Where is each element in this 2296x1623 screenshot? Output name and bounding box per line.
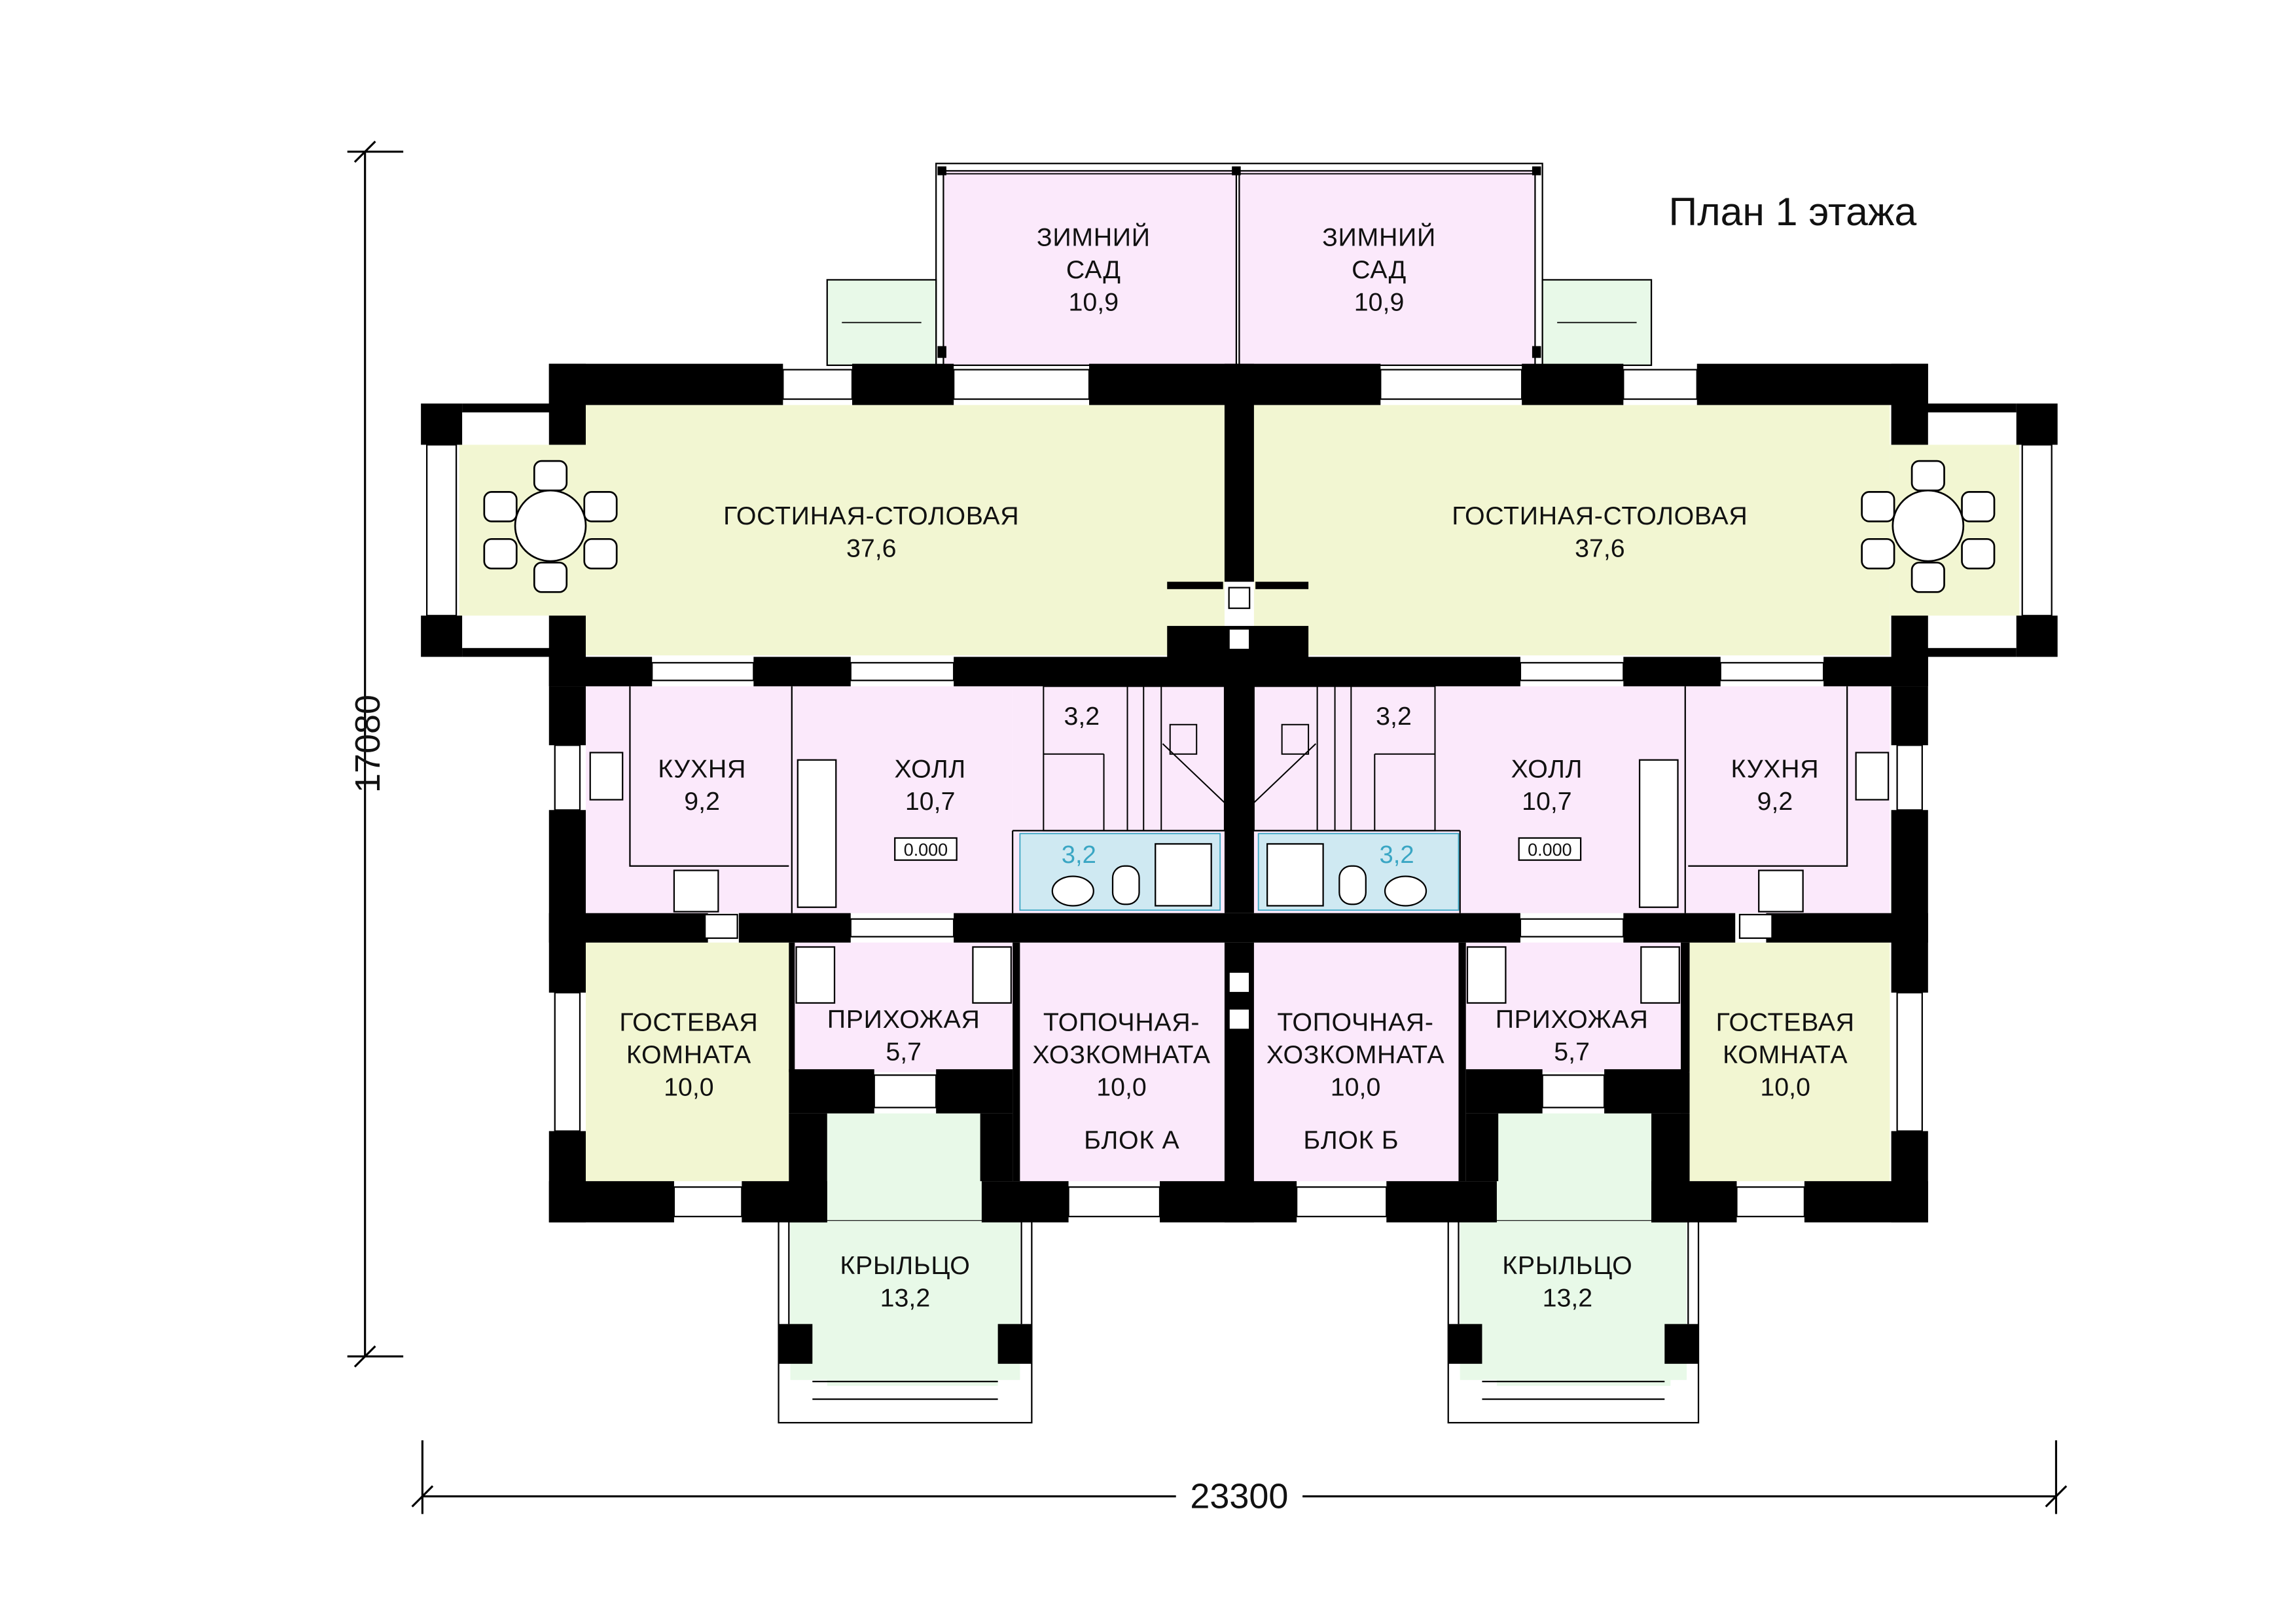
windows bbox=[426, 369, 2053, 1218]
bath-left-area: 3,2 bbox=[1062, 841, 1096, 869]
guest-left-name: ГОСТЕВАЯ bbox=[619, 1008, 758, 1037]
boiler-right-name2: ХОЗКОМНАТА bbox=[1266, 1040, 1444, 1069]
entry-left-name: ПРИХОЖАЯ bbox=[827, 1005, 980, 1034]
stairs-right bbox=[1253, 685, 1436, 831]
boiler-left-name: ТОПОЧНАЯ- bbox=[1043, 1008, 1200, 1037]
garden-left-area: 10,9 bbox=[1069, 288, 1119, 317]
garden-right-name: ЗИМНИЙ bbox=[1322, 223, 1436, 252]
garden-right-area: 10,9 bbox=[1354, 288, 1405, 317]
kitchen-right-name: КУХНЯ bbox=[1731, 755, 1820, 784]
dining-table-right bbox=[1861, 460, 1996, 593]
room-labels: ЗИМНИЙ САД 10,9 ЗИМНИЙ САД 10,9 ГОСТИНАЯ… bbox=[619, 223, 1854, 1313]
boiler-left-name2: ХОЗКОМНАТА bbox=[1032, 1040, 1210, 1069]
living-left-area: 37,6 bbox=[846, 534, 897, 562]
porch-right-area: 13,2 bbox=[1543, 1283, 1593, 1312]
guest-right-area: 10,0 bbox=[1760, 1073, 1810, 1102]
garden-right-name2: САД bbox=[1352, 255, 1407, 284]
porch-fill bbox=[790, 1220, 1687, 1380]
kitchen-right-area: 9,2 bbox=[1757, 787, 1793, 816]
guest-left-name2: КОМНАТА bbox=[626, 1040, 751, 1069]
walls bbox=[421, 363, 2058, 1223]
garden-left-name: ЗИМНИЙ bbox=[1037, 223, 1151, 252]
dimension-width: 23300 bbox=[1190, 1477, 1288, 1516]
boiler-right-name: ТОПОЧНАЯ- bbox=[1277, 1008, 1433, 1037]
hall-left-level: 0.000 bbox=[904, 840, 948, 860]
dimension-height: 17080 bbox=[348, 695, 387, 793]
hall-left-area: 10,7 bbox=[905, 787, 956, 816]
boiler-right-block: БЛОК Б bbox=[1303, 1126, 1399, 1155]
living-left-name: ГОСТИНАЯ-СТОЛОВАЯ bbox=[723, 501, 1019, 530]
boiler-right-area: 10,0 bbox=[1331, 1073, 1381, 1102]
guest-right-name2: КОМНАТА bbox=[1723, 1040, 1848, 1069]
porch-right-name: КРЫЛЬЦО bbox=[1502, 1251, 1632, 1280]
plan-title: План 1 этажа bbox=[1669, 189, 1917, 234]
entry-right-area: 5,7 bbox=[1554, 1038, 1590, 1067]
dimension-width-bg bbox=[1175, 1477, 1303, 1516]
hall-right-area: 10,7 bbox=[1522, 787, 1572, 816]
stairs-left bbox=[1043, 685, 1225, 831]
dining-table-left bbox=[483, 460, 618, 593]
hall-right-level: 0.000 bbox=[1528, 840, 1571, 860]
bathroom-right bbox=[1257, 833, 1460, 911]
hall-right-name: ХОЛЛ bbox=[1511, 755, 1583, 784]
bathroom-left bbox=[1019, 833, 1221, 911]
entry-right-name: ПРИХОЖАЯ bbox=[1496, 1005, 1649, 1034]
bath-right-area: 3,2 bbox=[1379, 841, 1414, 869]
guest-right-name: ГОСТЕВАЯ bbox=[1716, 1008, 1855, 1037]
guest-left-area: 10,0 bbox=[664, 1073, 714, 1102]
boiler-left-area: 10,0 bbox=[1096, 1073, 1147, 1102]
entry-left-area: 5,7 bbox=[886, 1038, 922, 1067]
hall-left-name: ХОЛЛ bbox=[894, 755, 965, 784]
porch-left-name: КРЫЛЬЦО bbox=[840, 1251, 970, 1280]
stair-right-area: 3,2 bbox=[1376, 702, 1412, 731]
winter-garden-structure bbox=[826, 162, 1653, 367]
garden-left-name2: САД bbox=[1066, 255, 1121, 284]
kitchen-left-area: 9,2 bbox=[684, 787, 720, 816]
living-right-name: ГОСТИНАЯ-СТОЛОВАЯ bbox=[1452, 501, 1748, 530]
stair-left-area: 3,2 bbox=[1064, 702, 1100, 731]
porch-columns bbox=[778, 1324, 1699, 1364]
porch-left-area: 13,2 bbox=[880, 1283, 931, 1312]
living-right-area: 37,6 bbox=[1575, 534, 1625, 562]
kitchen-fittings bbox=[589, 587, 1890, 1030]
boiler-left-block: БЛОК А bbox=[1084, 1126, 1179, 1155]
level-markers: 0.000 0.000 bbox=[894, 837, 1582, 861]
kitchen-left-name: КУХНЯ bbox=[658, 755, 746, 784]
